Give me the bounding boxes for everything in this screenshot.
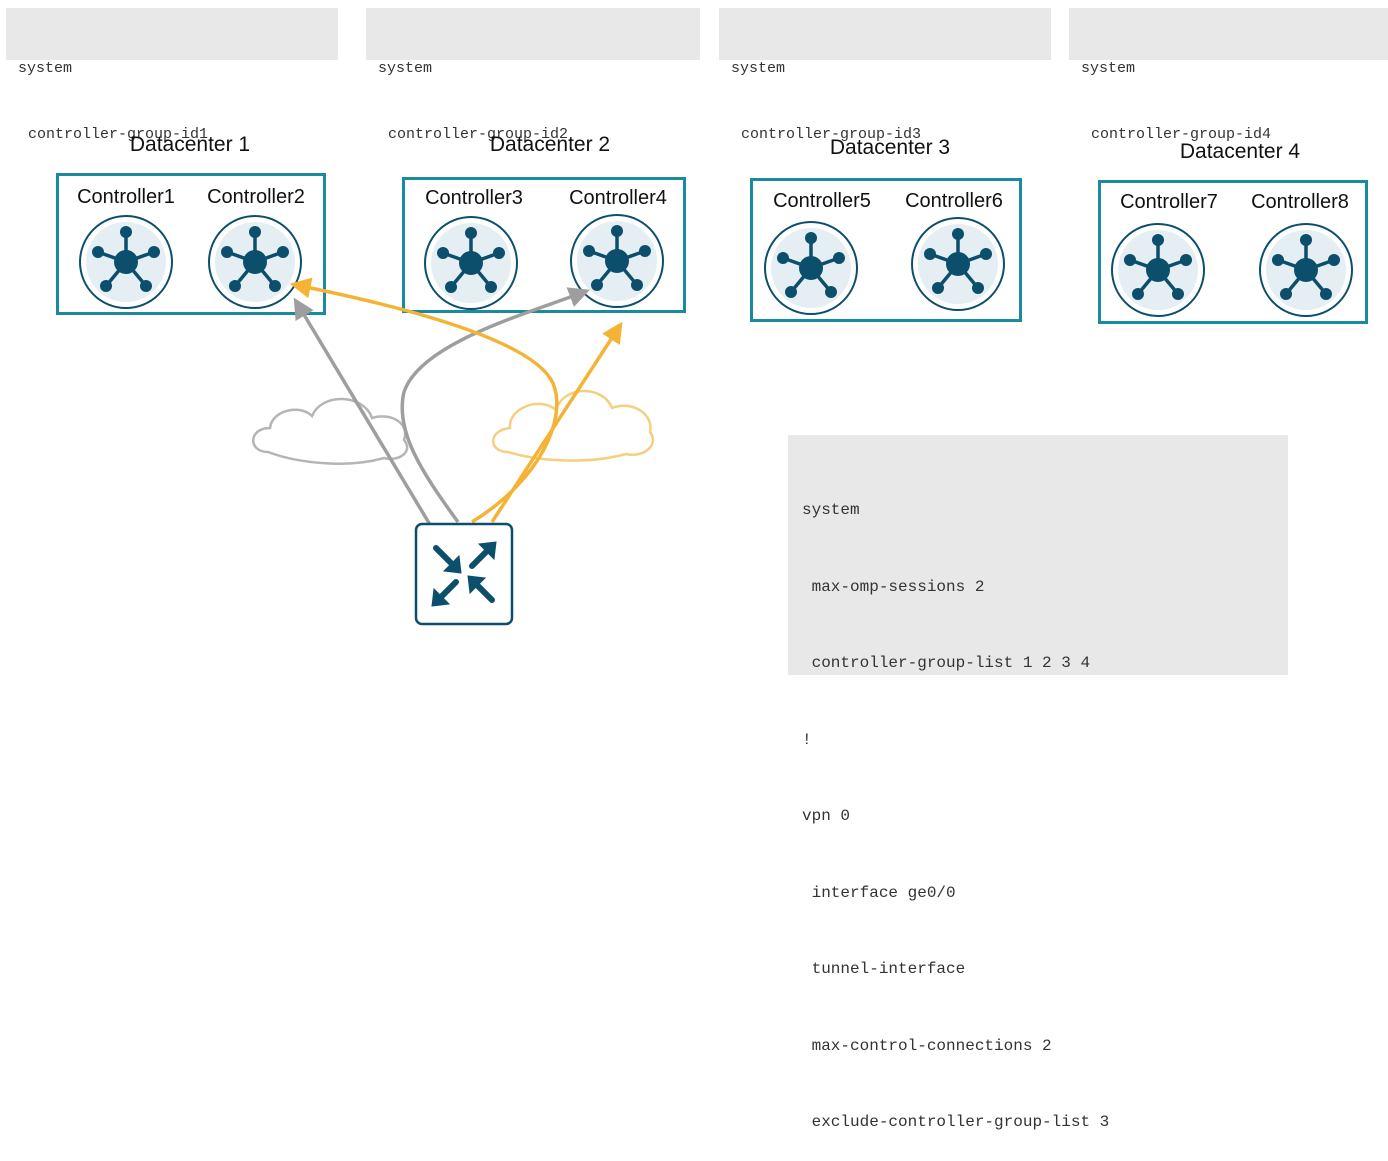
controller-8-icon — [1258, 222, 1354, 318]
controller-2-label: Controller2 — [207, 186, 305, 208]
router-config: system max-omp-sessions 2 controller-gro… — [788, 435, 1288, 1131]
config-line: system — [378, 60, 433, 77]
group-config-2: system controller-group-id2 — [366, 8, 700, 143]
datacenter-3-title: Datacenter 3 — [829, 136, 951, 159]
config-line: system — [18, 60, 73, 77]
config-label: controller-group-id — [28, 126, 200, 143]
router-arrows-icon — [414, 522, 514, 626]
controller-4-label: Controller4 — [569, 187, 667, 209]
group-config-3: system controller-group-id3 — [719, 8, 1051, 143]
controller-3-icon — [423, 215, 519, 311]
config-line: vpn 0 — [802, 807, 851, 825]
controller-1-icon — [78, 214, 174, 310]
controller-1-label: Controller1 — [77, 186, 175, 208]
config-line: system — [731, 60, 786, 77]
link-orange-to-controller2 — [289, 277, 559, 524]
controller-5-icon — [763, 220, 859, 316]
controller-7-icon — [1110, 222, 1206, 318]
config-line: interface ge0/0 — [802, 883, 956, 902]
controller-5-label: Controller5 — [773, 190, 871, 212]
link-gray-to-controller4 — [400, 287, 590, 524]
config-label: controller-group-id — [388, 126, 560, 143]
topology-diagram — [78, 213, 1354, 626]
config-id: 3 — [912, 126, 922, 143]
config-line: exclude-controller-group-list 3 — [802, 1113, 1110, 1131]
config-line: max-omp-sessions 2 — [802, 577, 985, 596]
link-orange-to-controller4 — [490, 321, 623, 523]
controller-6-icon — [910, 216, 1006, 312]
group-config-1: system controller-group-id1 — [6, 8, 338, 143]
controller-8-label: Controller8 — [1251, 191, 1349, 213]
cloud-icon — [492, 389, 654, 462]
config-line: ! — [802, 730, 812, 749]
config-label: controller-group-id — [741, 126, 913, 143]
controller-6-label: Controller6 — [905, 190, 1003, 212]
config-label: controller-group-id — [1091, 126, 1263, 143]
config-id: 4 — [1262, 126, 1272, 143]
controller-4-icon — [569, 213, 665, 309]
controller-3-label: Controller3 — [425, 187, 523, 209]
cloud-icon — [252, 397, 409, 465]
config-id: 2 — [559, 126, 569, 143]
controller-2-icon — [207, 214, 303, 310]
controller-7-label: Controller7 — [1120, 191, 1218, 213]
datacenter-4-title: Datacenter 4 — [1179, 140, 1301, 163]
config-line: controller-group-list 1 2 3 4 — [802, 654, 1091, 672]
config-id: 1 — [199, 126, 209, 143]
group-config-4: system controller-group-id4 — [1069, 8, 1388, 143]
config-line: max-control-connections 2 — [802, 1036, 1052, 1055]
config-line: system — [1081, 60, 1136, 77]
datacenter-2-title: Datacenter 2 — [489, 133, 611, 156]
config-line: system — [802, 501, 860, 519]
datacenter-1-title: Datacenter 1 — [129, 133, 251, 156]
config-line: tunnel-interface — [802, 960, 966, 978]
link-gray-to-controller2 — [293, 297, 434, 529]
